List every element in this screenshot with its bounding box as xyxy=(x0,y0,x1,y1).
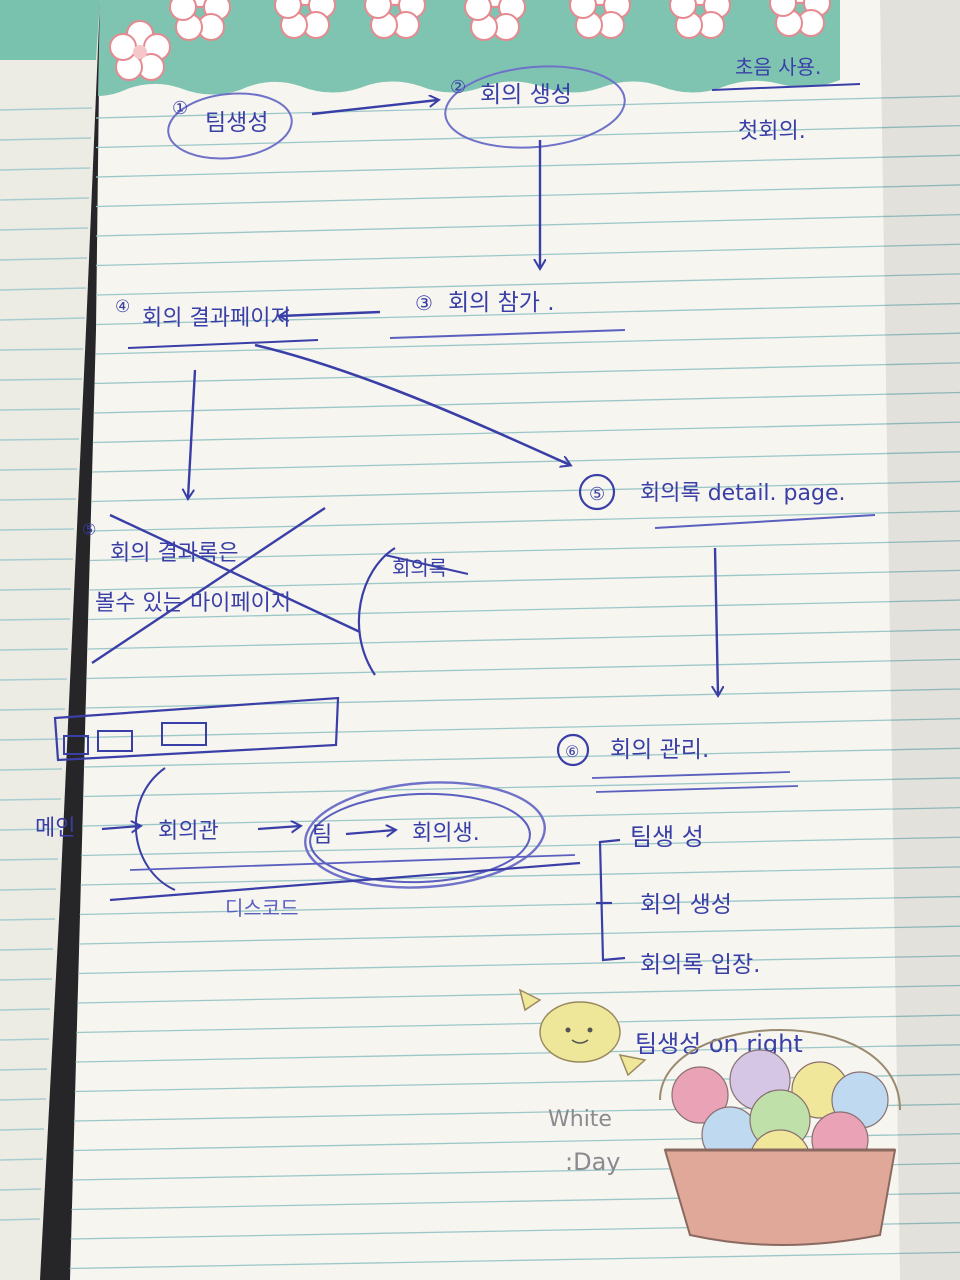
main-page xyxy=(69,0,960,1280)
bottom-scribble: 팀생성 on right xyxy=(635,1030,803,1058)
flow-below: 디스코드 xyxy=(225,896,299,920)
white-day-sticker: White :Day xyxy=(518,988,901,1246)
wireframe-box xyxy=(53,696,340,762)
ruled-line xyxy=(94,362,960,385)
node-3-number: ③ xyxy=(415,291,433,315)
node-5-number: ⑤ xyxy=(589,484,605,505)
candy-icon xyxy=(518,988,647,1077)
node-4-label: 회의 결과페이지 xyxy=(142,306,291,331)
arrow-1-to-2 xyxy=(311,100,438,116)
flower-border-icons xyxy=(109,0,831,81)
sticker-line2: :Day xyxy=(565,1148,620,1176)
arrow-4-down xyxy=(188,369,197,498)
ruled-line xyxy=(76,1014,960,1034)
ruled-line xyxy=(95,184,960,208)
corner-note-line1: 초음 사용. xyxy=(735,55,821,79)
candy-basket-icon xyxy=(659,1029,901,1246)
node-6-label: 회의 관리. xyxy=(610,737,709,763)
ruled-line xyxy=(87,599,960,621)
ruled-line xyxy=(69,1251,960,1270)
ruled-line xyxy=(75,1044,960,1063)
ruled-line xyxy=(78,925,960,945)
ruled-line xyxy=(92,421,960,444)
ruled-line xyxy=(95,213,960,237)
node-4-number: ④ xyxy=(115,297,130,317)
ruled-line xyxy=(77,984,960,1004)
ruled-line xyxy=(88,569,960,591)
arrow-4-to-5 xyxy=(254,343,570,465)
ruled-line xyxy=(89,540,960,562)
ruled-line xyxy=(86,658,960,680)
left-page xyxy=(0,0,100,1280)
ruled-line xyxy=(95,95,960,119)
ruled-line xyxy=(84,718,960,739)
ruled-line xyxy=(95,273,960,296)
handwritten-notes: 초음 사용. 첫회의. ① 팀생성 ② 회의 생성 ③ 회의 참가 . ④ 회의… xyxy=(35,55,876,1058)
node-6-number: ⑥ xyxy=(565,742,579,761)
flow-step-2: 팀 xyxy=(312,823,332,848)
ruled-line xyxy=(80,866,960,886)
mgmt-item-1: 팀생 성 xyxy=(630,823,704,851)
ruled-line xyxy=(81,836,960,857)
ruled-line xyxy=(95,332,960,355)
ruled-line xyxy=(87,629,960,650)
flow-start: 메인 xyxy=(35,816,75,841)
ruled-line xyxy=(91,480,960,503)
ruled-line xyxy=(77,955,960,975)
arrow-5-to-6 xyxy=(715,547,718,695)
corner-note-line2: 첫회의. xyxy=(738,119,806,144)
flow-step-3: 회의생. xyxy=(412,821,480,846)
ruled-line xyxy=(92,451,960,473)
ruled-line xyxy=(83,747,960,768)
ruled-line xyxy=(79,895,960,916)
mgmt-item-2: 회의 생성 xyxy=(640,892,732,918)
ruled-line xyxy=(95,302,960,326)
crossed-number: ⑤ xyxy=(82,520,96,539)
node-1-number: ① xyxy=(172,98,188,119)
arrow-3-to-4 xyxy=(280,312,381,316)
ruled-line xyxy=(93,391,960,414)
ruled-line xyxy=(95,154,960,178)
ruled-line xyxy=(82,777,960,798)
node-3-label: 회의 참가 . xyxy=(448,290,555,316)
node-2-number: ② xyxy=(450,77,466,98)
sticker-line1: White xyxy=(548,1107,612,1132)
node-2-label: 회의 생성 xyxy=(480,82,572,108)
ruled-line xyxy=(95,125,960,149)
ruled-line xyxy=(90,510,960,532)
mgmt-item-3: 회의록 입장. xyxy=(640,952,760,978)
node-1-label: 팀생성 xyxy=(205,110,268,136)
ruled-line xyxy=(95,243,960,267)
flow-step-1: 회의관 xyxy=(158,819,219,844)
node-5-label: 회의록 detail. page. xyxy=(640,481,845,506)
